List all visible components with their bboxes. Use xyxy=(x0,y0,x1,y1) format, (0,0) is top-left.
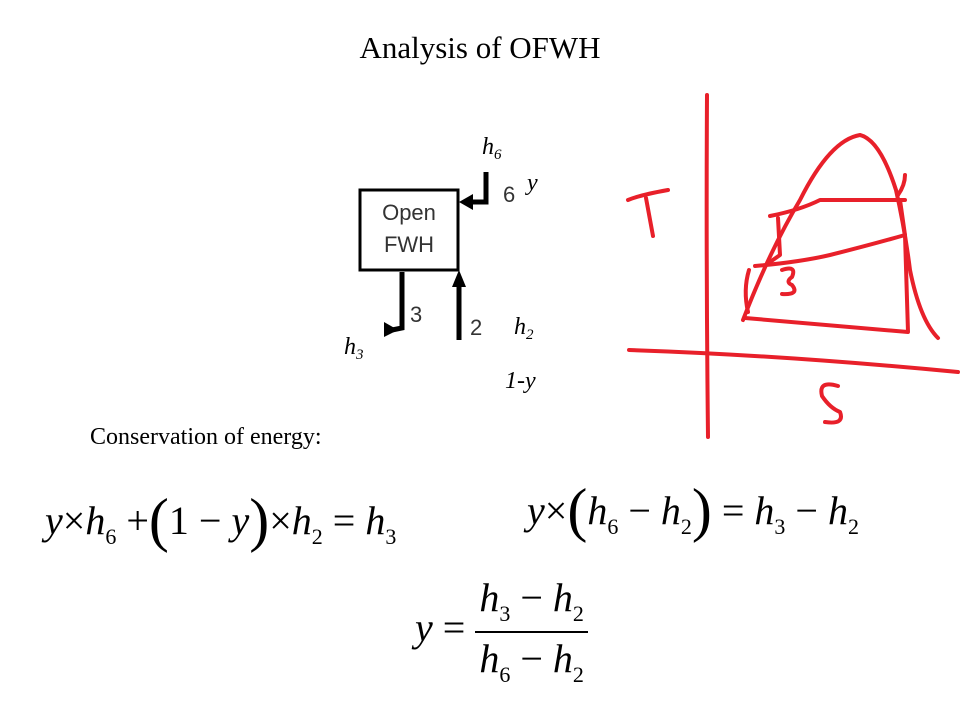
eq2-h3: h xyxy=(754,488,775,533)
eq3-num-h3: h xyxy=(479,575,500,620)
eq3-den-h2: h xyxy=(552,636,573,681)
eq2-lparen: ( xyxy=(567,477,588,543)
h2-sub: 2 xyxy=(526,327,534,343)
extraction-fraction-equation: y = h3 − h2 h6 − h2 xyxy=(415,578,588,686)
eq1-h3: h xyxy=(365,498,386,543)
eq3-y: y xyxy=(415,605,433,651)
eq3-denominator: h6 − h2 xyxy=(475,639,588,686)
eq3-fraction: h3 − h2 h6 − h2 xyxy=(475,578,588,686)
s-axis-line xyxy=(627,348,960,374)
eq3-num-sub2: 2 xyxy=(572,601,584,626)
eq3-den-sub6: 6 xyxy=(499,662,511,687)
one-minus-y-label: 1-y xyxy=(505,368,536,394)
rearranged-equation: y×(h6 − h2) = h3 − h2 xyxy=(527,480,859,540)
eq2-sub2: 2 xyxy=(680,514,692,539)
h3-sub: 3 xyxy=(356,347,364,363)
dome-right-tail xyxy=(896,173,907,197)
eq3-equals: = xyxy=(442,605,466,651)
h6-base: h xyxy=(482,134,494,160)
t-letter-bar xyxy=(626,188,670,202)
h3-base: h xyxy=(344,334,356,360)
eq2-rparen: ) xyxy=(691,477,712,543)
eq2-equals: = xyxy=(721,488,745,533)
y-label: y xyxy=(527,170,538,196)
eq2-sub2b: 2 xyxy=(847,514,859,539)
eq1-h6: h xyxy=(85,498,106,543)
eq3-fraction-bar xyxy=(475,631,588,633)
eq3-num-h2: h xyxy=(552,575,573,620)
eq1-sub6: 6 xyxy=(105,524,117,549)
eq2-sub3: 3 xyxy=(774,514,786,539)
eq1-y: y xyxy=(45,498,63,543)
eq2-minus2: − xyxy=(795,488,818,533)
eq1-minus: − xyxy=(198,498,222,543)
process-line-upper xyxy=(768,198,907,218)
eq1-lparen: ( xyxy=(148,487,169,553)
conservation-label: Conservation of energy: xyxy=(90,424,322,450)
bracket-lower xyxy=(743,268,751,314)
eq1-plus: + xyxy=(126,498,149,543)
eq2-times: × xyxy=(544,488,568,533)
page-title: Analysis of OFWH xyxy=(359,30,601,65)
eq1-sub3: 3 xyxy=(385,524,397,549)
eq1-times: × xyxy=(62,498,86,543)
process-line-middle xyxy=(753,233,907,268)
eq1-times2: × xyxy=(269,498,292,543)
eq3-den-sub2: 2 xyxy=(572,662,584,687)
eq2-h2: h xyxy=(660,488,681,533)
h6-label: h6 xyxy=(482,134,502,164)
eq2-sub6: 6 xyxy=(607,514,619,539)
h3-label: h3 xyxy=(344,334,364,364)
h2-label: h2 xyxy=(514,314,534,344)
eq1-one: 1 xyxy=(168,498,189,543)
ts-sketch-strokes xyxy=(626,93,960,439)
eq1-rparen: ) xyxy=(249,487,270,553)
eq2-h6: h xyxy=(587,488,608,533)
eq2-h2b: h xyxy=(827,488,848,533)
eq1-equals: = xyxy=(332,498,356,543)
bracket-upper xyxy=(768,216,782,264)
eq2-y: y xyxy=(527,488,545,533)
eq2-minus: − xyxy=(628,488,651,533)
state-3-mark xyxy=(780,266,797,297)
s-letter xyxy=(819,382,843,425)
t-letter-stem xyxy=(644,196,655,238)
h2-base: h xyxy=(514,314,526,340)
eq3-num-sub3: 3 xyxy=(499,601,511,626)
eq3-den-h6: h xyxy=(479,636,500,681)
t-axis-line xyxy=(704,93,710,439)
eq3-den-minus: − xyxy=(520,636,543,681)
eq1-h2: h xyxy=(291,498,312,543)
process-line-lower xyxy=(743,198,910,334)
h6-sub: 6 xyxy=(494,147,502,163)
energy-balance-equation: y×h6 +(1 − y)×h2 = h3 xyxy=(45,490,396,550)
eq1-y2: y xyxy=(231,498,250,543)
eq3-numerator: h3 − h2 xyxy=(475,578,588,625)
eq1-sub2: 2 xyxy=(311,524,323,549)
saturation-dome xyxy=(741,133,940,340)
eq3-num-minus: − xyxy=(520,575,543,620)
